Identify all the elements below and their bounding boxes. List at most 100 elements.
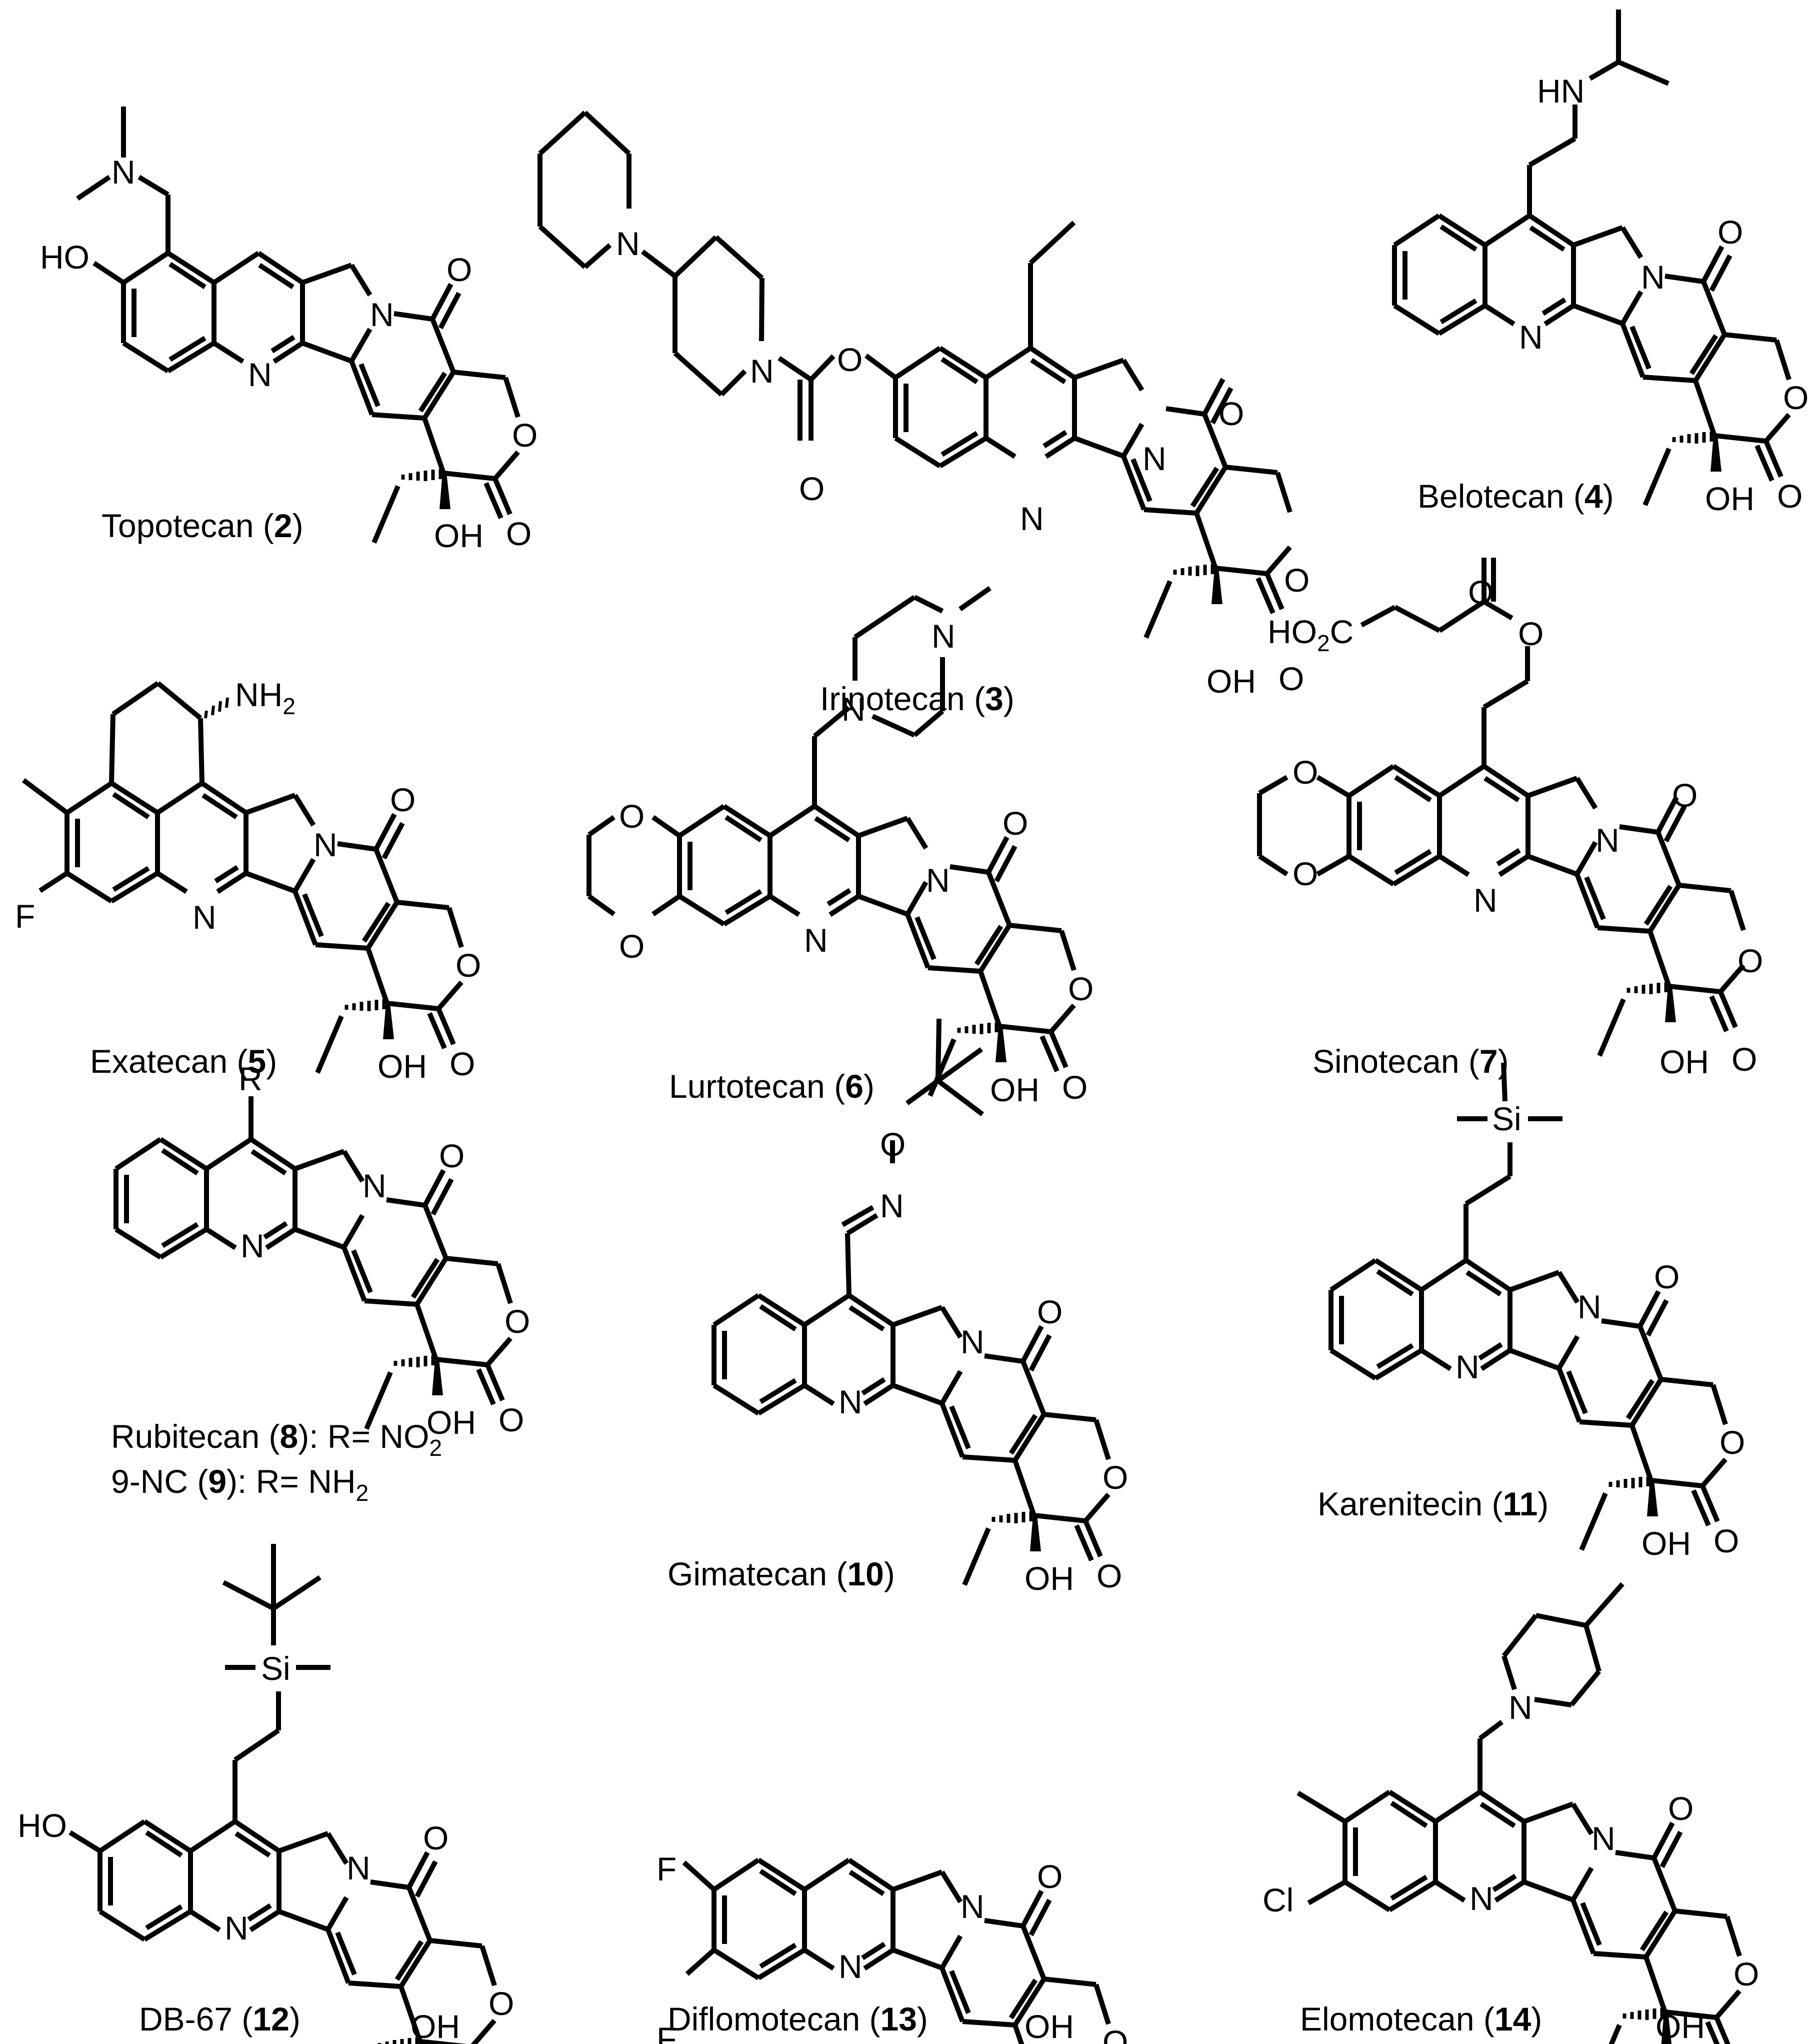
atom-n: N (750, 353, 774, 390)
atom-r: R (238, 1060, 262, 1097)
atom-n-amide: N (960, 1323, 984, 1360)
atom-o: O (1738, 942, 1763, 979)
atom-o: O (1096, 1557, 1122, 1594)
compound-gimatecan (714, 1018, 1108, 1585)
atom-o: O (1218, 395, 1244, 432)
atom-o: O (1783, 379, 1808, 416)
compound-topotecan (76, 107, 518, 543)
atom-n: N (842, 691, 866, 728)
atom-n-ring: N (240, 1227, 264, 1264)
atom-f: F (15, 898, 35, 935)
atom-o: O (1734, 1955, 1759, 1992)
atom-o: O (488, 1985, 514, 2022)
irinotecan-atom-labels: N N O O O OH O O N N (616, 225, 1310, 700)
atom-o: O (1292, 855, 1318, 892)
compound-belotecan (1394, 10, 1789, 505)
atom-ho: HO (18, 1807, 67, 1844)
compound-exatecan (22, 681, 462, 1073)
atom-n-amide: N (1592, 1820, 1616, 1857)
atom-o: O (1292, 754, 1318, 791)
label-db67: DB-67 (12) (139, 2000, 300, 2037)
atom-f: F (656, 2020, 676, 2044)
atom-o: O (1002, 805, 1028, 842)
atom-n-amide: N (370, 296, 394, 333)
exatecan-atom-labels: NH2 F N N O O O OH (15, 676, 481, 1085)
atom-o: O (1468, 574, 1494, 611)
atom-o: O (1068, 970, 1094, 1007)
atom-n-ring: N (192, 899, 216, 936)
compound-irinotecan (538, 111, 1290, 638)
label-gimatecan: Gimatecan (10) (668, 1555, 895, 1592)
atom-n-ring: N (1474, 882, 1498, 919)
atom-n-ring: N (838, 1383, 862, 1420)
atom-o: O (506, 515, 532, 552)
atom-n-ring: N (838, 1948, 862, 1985)
compound-rubitecan (116, 1096, 510, 1429)
label-rubitecan: Rubitecan (8): R= NO2 (111, 1418, 442, 1461)
lurtotecan-atom-labels: N N O O N N O O O OH (619, 618, 1094, 1108)
atom-o: O (450, 1045, 475, 1082)
atom-o: O (1718, 214, 1743, 251)
atom-oh: OH (378, 1048, 427, 1085)
atom-o: O (1518, 615, 1544, 652)
atom-o: O (1102, 2023, 1128, 2044)
atom-o: O (837, 341, 862, 378)
atom-o: O (1654, 1258, 1680, 1295)
atom-o: O (1668, 1790, 1694, 1827)
label-diflomotecan: Diflomotecan (13) (668, 2000, 928, 2037)
atom-n-amide: N (1578, 1288, 1602, 1325)
atom-n-amide: N (1142, 440, 1166, 477)
atom-o: O (1672, 777, 1698, 814)
atom-n: N (616, 225, 640, 262)
db67-atom-labels: Si HO N N O O O OH (18, 1650, 514, 2044)
atom-n-ring: N (1456, 1348, 1480, 1385)
atom-n-amide: N (926, 862, 950, 899)
atom-o: O (1062, 1069, 1088, 1106)
atom-o: O (1037, 1858, 1062, 1895)
atom-o: O (619, 798, 644, 835)
compound-karenitecin (1331, 1062, 1726, 1550)
atom-oh: OH (410, 2008, 460, 2044)
label-karenitecin: Karenitecin (11) (1318, 1485, 1548, 1522)
atom-o: O (619, 928, 644, 965)
atom-oh: OH (1656, 2008, 1705, 2044)
atom-o: O (446, 251, 472, 288)
atom-o: O (439, 1137, 464, 1174)
atom-n-amide: N (346, 1849, 370, 1886)
atom-n-ring: N (804, 922, 828, 959)
atom-n-ring: N (1020, 500, 1044, 537)
label-9nc: 9-NC (9): R= NH2 (111, 1463, 368, 1506)
atom-n-amide: N (314, 826, 338, 863)
atom-oh: OH (1024, 2008, 1074, 2044)
rubitecan-atom-labels: R N N O O O OH (238, 1060, 530, 1441)
atom-n-ring: N (1519, 319, 1543, 356)
atom-si: Si (261, 1650, 290, 1687)
atom-n-amide: N (1596, 822, 1620, 859)
atom-n: N (112, 154, 136, 191)
atom-n-ring: N (248, 356, 272, 393)
atom-o: O (1714, 1522, 1739, 1559)
atom-n-amide: N (1641, 259, 1665, 296)
atom-o: O (1102, 1459, 1128, 1496)
elomotecan-atom-labels: N Cl N N O O OH (1262, 1689, 1759, 2044)
atom-o: O (456, 947, 481, 984)
compound-diflomotecan (682, 1860, 1108, 2044)
atom-o: O (1777, 478, 1802, 515)
topotecan-atom-labels: N HO N N O O O OH (40, 154, 538, 554)
atom-n-amide: N (960, 1888, 984, 1925)
atom-o: O (880, 1126, 906, 1163)
atom-oh: OH (1705, 480, 1754, 517)
atom-oh: OH (1206, 663, 1256, 700)
atom-o: O (1284, 562, 1310, 599)
atom-ho: HO (40, 239, 90, 276)
atom-n-ring: N (1470, 1880, 1494, 1917)
karenitecin-atom-labels: Si N N O O O OH (1456, 1100, 1745, 1562)
atom-o: O (504, 1303, 530, 1340)
label-exatecan: Exatecan (5) (90, 1043, 277, 1080)
atom-o: O (1037, 1293, 1062, 1330)
belotecan-atom-labels: HN N N O O O OH (1519, 73, 1808, 517)
atom-o: O (799, 470, 824, 507)
atom-o: O (1278, 660, 1304, 697)
atom-si: Si (1492, 1100, 1522, 1137)
